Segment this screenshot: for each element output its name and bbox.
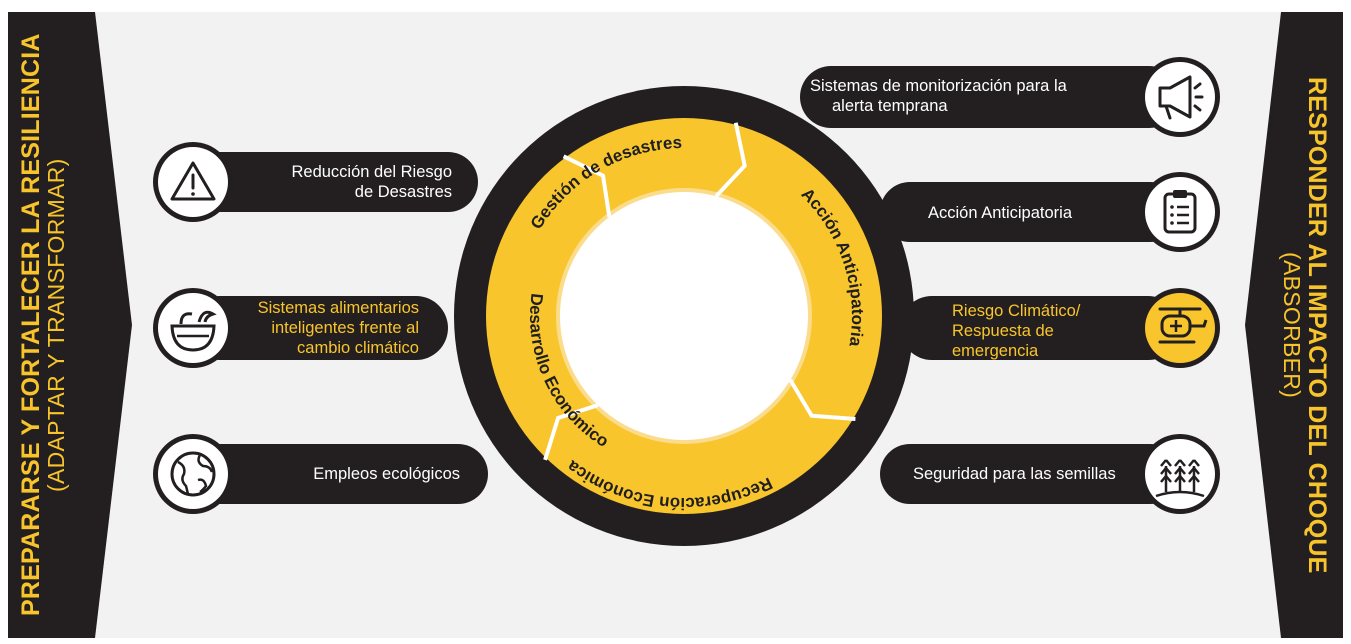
right-band	[1245, 12, 1343, 638]
cycle-separator-1	[714, 122, 747, 198]
cycle-separator-4	[562, 154, 612, 218]
right-connector-3	[900, 296, 1180, 360]
left-item-3-label: Empleos ecológicos	[313, 465, 460, 483]
right-item-4-label: Seguridad para las semillas	[913, 465, 1116, 483]
right-item-2-label: Acción Anticipatoria	[928, 204, 1072, 222]
right-connector-1	[800, 66, 1180, 128]
clipboard-icon	[1140, 172, 1220, 252]
right-panel-subtitle: (ABSORBER)	[1278, 251, 1305, 399]
left-panel-label: PREPARARSE Y FORTALECER LA RESILIENCIA (…	[8, 12, 78, 638]
megaphone-icon	[1140, 57, 1220, 137]
left-connector-1	[188, 152, 478, 212]
warning-icon	[153, 142, 233, 222]
cycle-separator-3	[543, 403, 599, 461]
cycle-separator-2	[788, 378, 856, 422]
left-panel-title: PREPARARSE Y FORTALECER LA RESILIENCIA	[16, 33, 45, 617]
left-connector-3	[188, 444, 488, 504]
left-panel-subtitle: (ADAPTAR Y TRANSFORMAR)	[43, 158, 70, 492]
globe-icon	[153, 434, 233, 514]
right-panel-label: RESPONDER AL IMPACTO DEL CHOQUE (ABSORBE…	[1270, 12, 1340, 638]
left-band	[8, 12, 132, 638]
left-item-2-label: Sistemas alimentarios inteligentes frent…	[257, 299, 419, 357]
right-panel-title: RESPONDER AL IMPACTO DEL CHOQUE	[1303, 76, 1332, 574]
medical-helicopter-icon	[1140, 288, 1220, 368]
cycle-center	[560, 192, 808, 440]
right-connector-2	[880, 182, 1180, 242]
food-bowl-icon	[153, 288, 233, 368]
cycle-separators	[543, 122, 856, 461]
left-connector-2	[188, 296, 448, 360]
right-item-3-label: Riesgo Climático/ Respuesta de emergenci…	[952, 302, 1081, 360]
right-item-1-label: Sistemas de monitorización para la alert…	[810, 77, 1067, 115]
right-connector-4	[880, 444, 1180, 504]
left-item-1-label: Reducción del Riesgo de Desastres	[291, 163, 452, 201]
wheat-icon	[1140, 434, 1220, 514]
